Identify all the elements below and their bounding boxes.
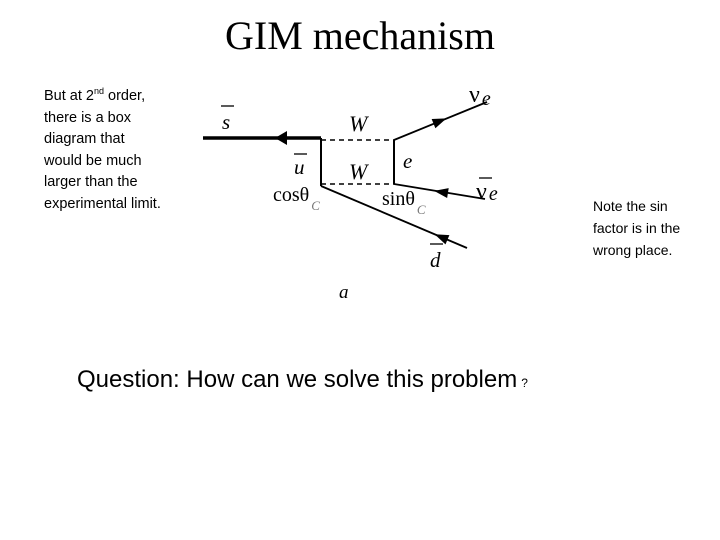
question-text: Question: How can we solve this problem? — [77, 366, 528, 393]
d-bar-arrow — [434, 234, 450, 245]
u-bar-label: u — [294, 155, 305, 179]
left-note-line: But at 2nd order, — [44, 86, 146, 104]
left-note-line: larger than the — [44, 174, 138, 190]
d-bar-label: d — [430, 248, 441, 272]
w-bottom-label: W — [349, 159, 369, 184]
w-top-label: W — [349, 111, 369, 136]
e-label: e — [403, 149, 412, 173]
nu-e-bar-arrow — [434, 188, 449, 199]
right-note-line: factor is in the — [593, 220, 681, 236]
left-note-line: diagram that — [44, 131, 125, 147]
slide-title: GIM mechanism — [225, 13, 495, 58]
left-note-line: experimental limit. — [44, 195, 161, 212]
right-note-line: wrong place. — [593, 242, 673, 258]
s-bar-label: s — [222, 110, 230, 134]
nu-e-arrow — [431, 118, 447, 129]
s-bar-arrow — [275, 131, 287, 145]
left-note-line: there is a box — [44, 109, 132, 126]
question-mark: ? — [521, 376, 528, 390]
diagram-caption: a — [339, 282, 349, 303]
right-note: Note the sin factor is in the wrong plac… — [593, 195, 715, 261]
right-note-line: Note the sin — [593, 198, 668, 214]
left-note-line: would be much — [44, 152, 142, 169]
left-note: But at 2nd order, there is a box diagram… — [44, 86, 204, 215]
